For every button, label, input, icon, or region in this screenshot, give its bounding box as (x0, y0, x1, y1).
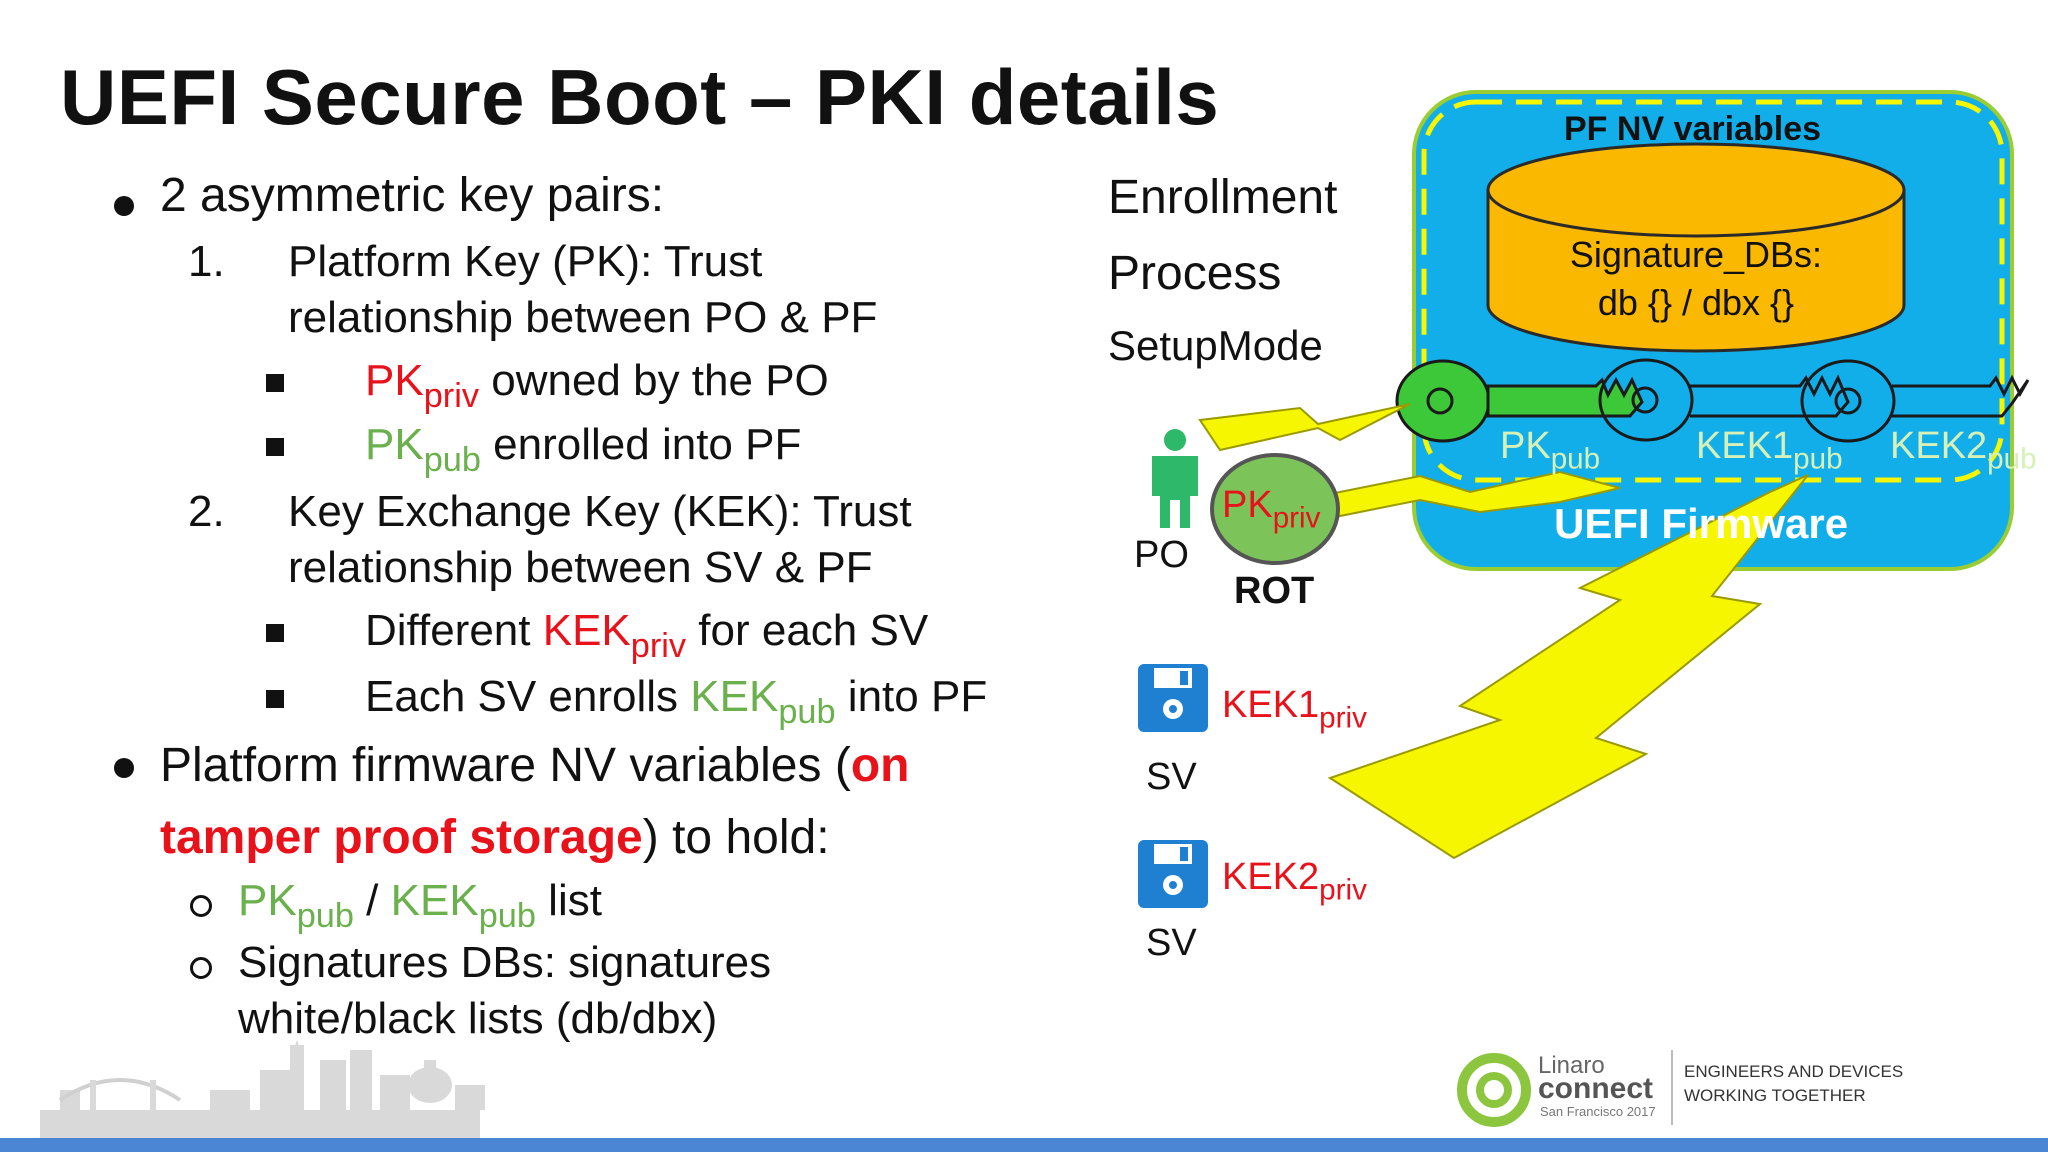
list-pk-sub: pub (296, 897, 354, 935)
pk-pub-key-base: PK (1500, 425, 1551, 467)
pk-pub-key-label: PKpub (1500, 425, 1600, 474)
pk-pub-sub: pub (423, 441, 481, 479)
floppy-disk-icon (1138, 840, 1208, 908)
ring-bullet (190, 895, 212, 917)
rot-ellipse (1210, 453, 1340, 565)
list-kek: KEK (390, 876, 479, 925)
kek-priv-pre: Different (365, 606, 543, 655)
kek2-pub-key-sub: pub (1987, 442, 2037, 476)
rot-key-label: PKpriv (1222, 484, 1320, 533)
sv1-key-base: KEK1 (1222, 684, 1320, 726)
linaro-connect-logo (1457, 1053, 1531, 1127)
square-bullet (266, 374, 284, 392)
footer-brand-location: San Francisco 2017 (1540, 1104, 1656, 1119)
pk-priv-item: PKpriv owned by the PO (365, 356, 829, 413)
rot-key-sub: priv (1272, 501, 1321, 535)
kek-pub-item: Each SV enrolls KEKpub into PF (365, 672, 988, 729)
kek-line1: Key Exchange Key (KEK): Trust (288, 487, 912, 536)
bullet-dot (114, 196, 134, 216)
rot-key-base: PK (1222, 484, 1273, 526)
kek1-pub-key-base: KEK1 (1696, 425, 1794, 467)
footer-bar (0, 1138, 2048, 1152)
kek-priv-item: Different KEKpriv for each SV (365, 606, 929, 663)
nv-pre: Platform firmware NV variables ( (160, 739, 851, 792)
pk-pub-key-icon (1395, 359, 1644, 443)
list-number-1: 1. (188, 237, 225, 286)
sv1-key-sub: priv (1319, 701, 1367, 735)
slide-title: UEFI Secure Boot – PKI details (60, 53, 1220, 141)
kek-priv-base: KEK (542, 606, 631, 655)
sv1-key-label: KEK1priv (1222, 684, 1367, 733)
sv2-label: SV (1146, 922, 1197, 964)
nv-variables-line2: tamper proof storage) to hold: (160, 810, 830, 865)
kek1-pub-key-label: KEK1pub (1696, 425, 1843, 474)
list-kek-sub: pub (478, 897, 536, 935)
rot-label: ROT (1234, 570, 1315, 612)
nv-tamper: tamper proof storage (160, 811, 643, 864)
nv-on: on (850, 739, 910, 792)
process-label: Process (1108, 247, 1282, 300)
list-rest: list (535, 876, 602, 925)
kek-pub-sub: pub (778, 693, 836, 731)
footer-tagline-1: ENGINEERS AND DEVICES (1684, 1062, 1904, 1081)
signature-db-cylinder-top (1486, 142, 1906, 238)
kek1-pub-key-icon (1598, 358, 1850, 442)
kek-pub-base: KEK (690, 672, 779, 721)
sv1-label: SV (1146, 756, 1197, 798)
footer-tagline-2: WORKING TOGETHER (1684, 1086, 1866, 1105)
pk-priv-base: PK (365, 356, 424, 405)
sigdb-line2: white/black lists (db/dbx) (238, 994, 718, 1043)
platform-key-line2: relationship between PO & PF (288, 293, 878, 342)
bullet-key-pairs: 2 asymmetric key pairs: (160, 169, 665, 222)
pk-priv-sub: priv (423, 377, 479, 415)
square-bullet (266, 624, 284, 642)
list-number-2: 2. (188, 487, 225, 536)
signature-dbs-line2: db {} / dbx {} (1597, 282, 1795, 323)
kek1-pub-key-sub: pub (1793, 442, 1843, 476)
kek-line2: relationship between SV & PF (288, 543, 873, 592)
pk-pub-item: PKpub enrolled into PF (365, 420, 802, 477)
kek-priv-rest: for each SV (686, 606, 929, 655)
pk-kek-list-item: PKpub / KEKpub list (238, 876, 602, 933)
kek2-pub-key-label: KEK2pub (1890, 425, 2037, 474)
list-pk: PK (238, 876, 297, 925)
sv-lightning-bolt (1327, 474, 1809, 860)
list-sep: / (353, 876, 391, 925)
sigdb-line1: Signatures DBs: signatures (238, 938, 772, 987)
sv2-key-base: KEK2 (1222, 856, 1320, 898)
kek2-pub-key-icon (1800, 359, 2030, 443)
square-bullet (266, 690, 284, 708)
kek-priv-sub: priv (630, 627, 687, 665)
uefi-firmware-label: UEFI Firmware (1554, 500, 1849, 547)
sv2-key-sub: priv (1319, 873, 1367, 907)
square-bullet (266, 438, 284, 456)
pf-nv-dashed-boundary (1421, 99, 2005, 483)
city-skyline-graphic (40, 1040, 485, 1138)
footer-brand-connect: connect (1538, 1072, 1654, 1105)
pk-pub-base: PK (365, 420, 424, 469)
nv-post: ) to hold: (642, 811, 830, 864)
signature-dbs-line1: Signature_DBs: (1569, 234, 1823, 275)
po-label: PO (1134, 534, 1189, 576)
kek-pub-rest: into PF (835, 672, 988, 721)
person-icon (1152, 429, 1198, 528)
platform-key-line1: Platform Key (PK): Trust (288, 237, 763, 286)
pf-nv-variables-label: PF NV variables (1564, 110, 1822, 148)
kek-pub-pre: Each SV enrolls (365, 672, 691, 721)
setupmode-label: SetupMode (1108, 322, 1323, 369)
enrollment-label: Enrollment (1108, 171, 1338, 224)
footer-brand-linaro: Linaro (1538, 1052, 1605, 1079)
kek2-pub-key-base: KEK2 (1890, 425, 1988, 467)
floppy-disk-icon (1138, 664, 1208, 732)
pk-priv-rest: owned by the PO (479, 356, 829, 405)
nv-variables-line1: Platform firmware NV variables (on (160, 738, 909, 793)
pk-pub-key-sub: pub (1550, 442, 1601, 476)
rot-lightning-bolt (1297, 470, 1621, 522)
pk-pub-rest: enrolled into PF (480, 420, 802, 469)
ring-bullet (190, 957, 212, 979)
bullet-dot (114, 758, 134, 778)
sv2-key-label: KEK2priv (1222, 856, 1367, 905)
po-lightning-bolt (1198, 403, 1411, 452)
